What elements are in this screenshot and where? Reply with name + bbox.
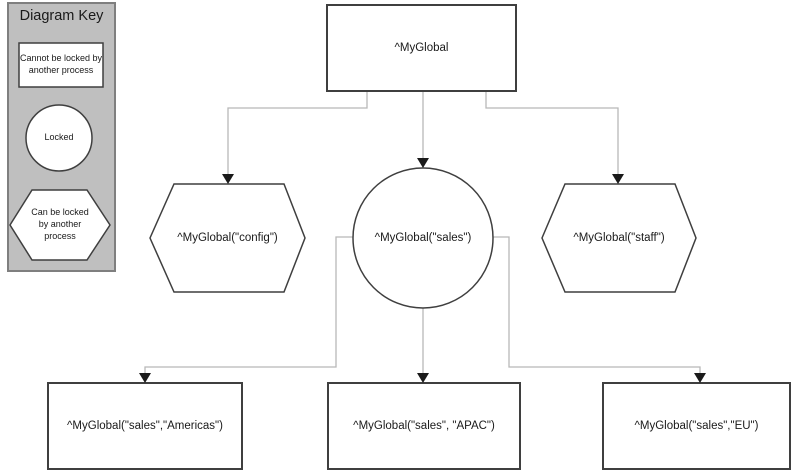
connector-sales-to-eu — [493, 236, 701, 374]
connector-root-to-config — [227, 91, 368, 175]
node-root-shape — [326, 4, 517, 92]
node-sales-eu-shape — [602, 382, 791, 470]
key-hexagon-shape — [9, 189, 111, 261]
arrowhead-sales-icon — [417, 158, 429, 168]
key-rectangle-shape — [18, 42, 104, 88]
node-sales-americas-shape — [47, 382, 243, 470]
arrowhead-americas-icon — [139, 373, 151, 383]
connector-root-to-staff — [485, 91, 619, 175]
arrowhead-eu-icon — [694, 373, 706, 383]
arrowhead-staff-icon — [612, 174, 624, 184]
connector-sales-to-americas — [144, 236, 353, 374]
node-staff-shape — [541, 183, 697, 293]
arrowhead-config-icon — [222, 174, 234, 184]
node-config-shape — [149, 183, 306, 293]
key-circle-shape — [25, 104, 93, 172]
node-sales-apac-shape — [327, 382, 521, 470]
node-sales-shape — [352, 167, 494, 309]
arrowhead-apac-icon — [417, 373, 429, 383]
diagram-key-title: Diagram Key — [19, 8, 104, 24]
